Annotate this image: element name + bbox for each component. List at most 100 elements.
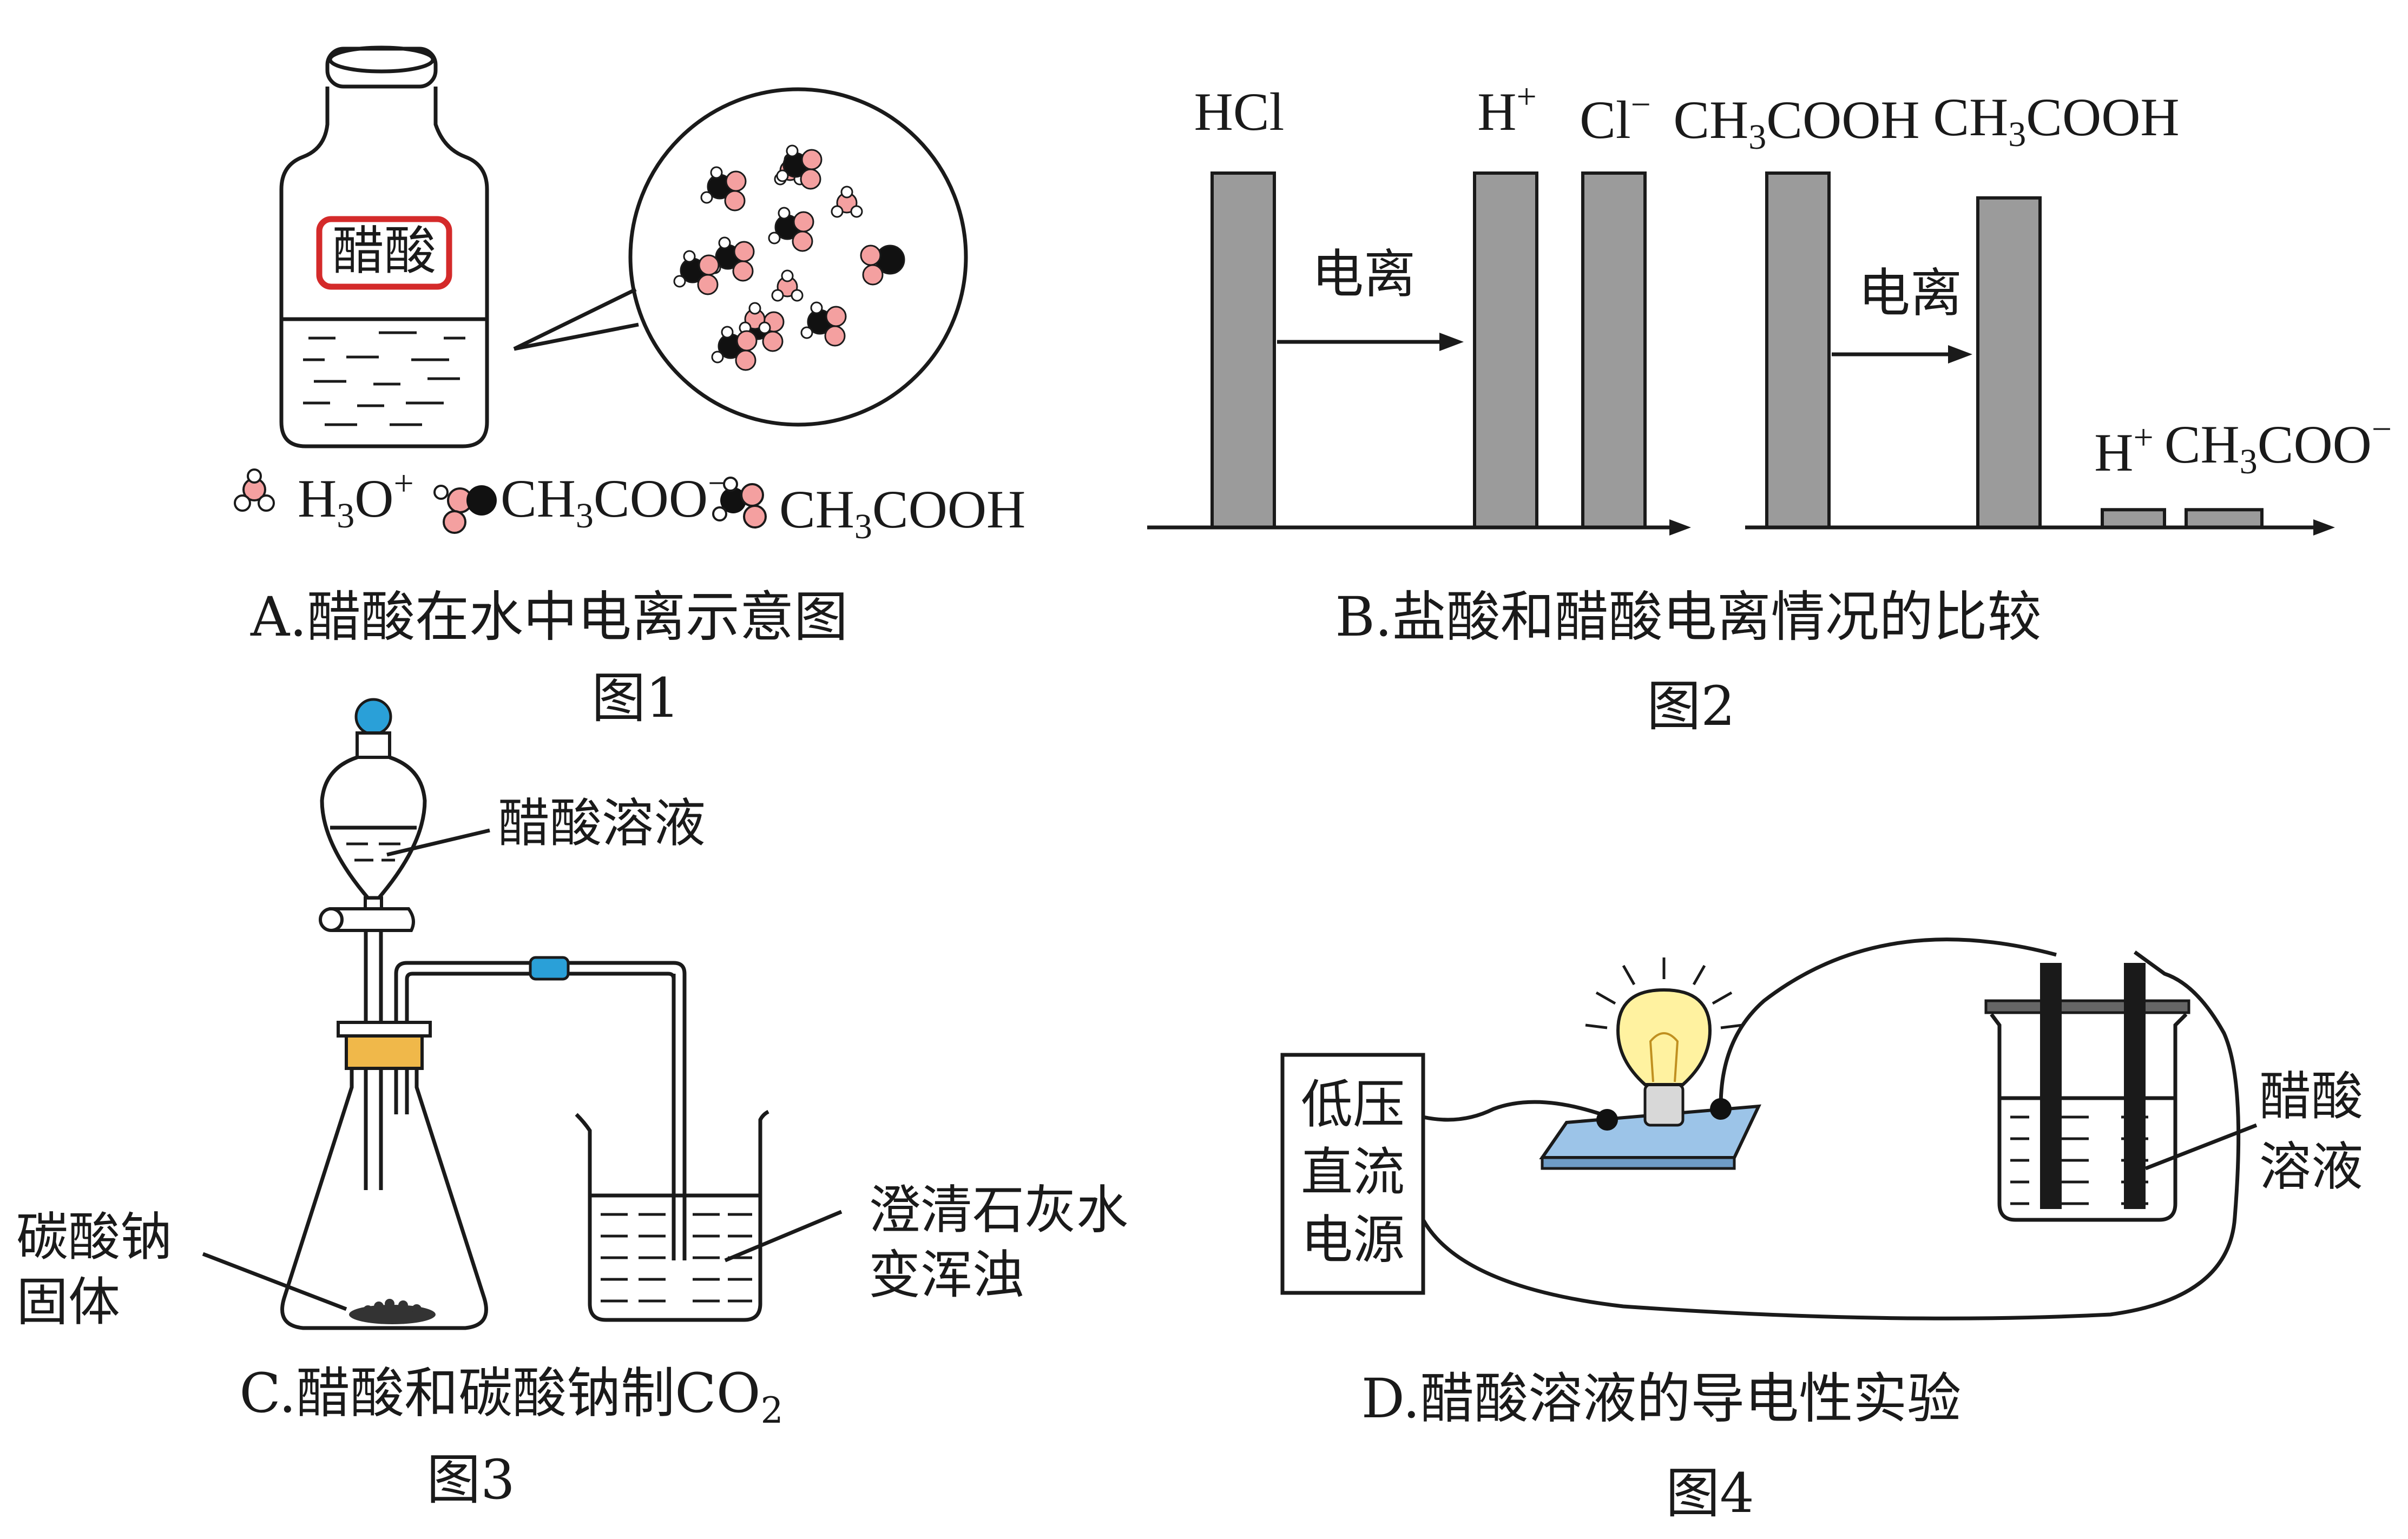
oxygen-atom (762, 331, 784, 352)
bar-acetic-after (1976, 196, 2042, 530)
legend-acetate-label: CH3COO− (501, 464, 728, 536)
bar-label-acetate-small: CH3COO− (2164, 409, 2392, 481)
power-label-line-2: 直流 (1301, 1142, 1405, 1203)
ionization-bars (1210, 171, 2264, 530)
hydrogen-atom (850, 205, 863, 218)
conical-flask (280, 1068, 488, 1330)
figure-3: 醋酸溶液 碳酸钠 固体 澄清石 (16, 698, 1128, 1511)
bar-label-acetic-before: CH3COOH (1673, 90, 1919, 157)
hydrogen-atom (710, 166, 723, 179)
bar-h-plus-small (2101, 508, 2166, 529)
oxygen-atom (862, 264, 884, 286)
terminal-right (1710, 1098, 1732, 1120)
wire-bulb-to-electrode (1719, 937, 2057, 1107)
bar-cl-minus (1581, 171, 1647, 529)
solution-label-line-2: 溶液 (2259, 1137, 2363, 1197)
separatory-funnel (319, 698, 427, 1190)
light-rays (1585, 957, 1743, 1029)
molecule-cluster (673, 144, 905, 371)
figure-2-number: 图2 (1647, 675, 1735, 738)
oxygen-atom (860, 245, 881, 266)
hydrogen-atom (776, 169, 789, 182)
figure-4-number: 图4 (1666, 1462, 1754, 1525)
figure-3-caption: C.醋酸和碳酸钠制CO2 (239, 1362, 783, 1431)
bar-hcl (1210, 171, 1276, 529)
hydrogen-atom (786, 144, 799, 157)
hydrogen-atom (768, 232, 781, 245)
figure-1: 醋酸 H3O+ CH3COO− (234, 45, 1025, 730)
electrode-right (2124, 963, 2146, 1209)
beaker-label-line-1: 澄清石灰水 (869, 1180, 1128, 1240)
callout-pointer (513, 287, 637, 351)
hydrogen-atom (748, 302, 761, 315)
bar-label-acetic-after: CH3COOH (1933, 87, 2179, 154)
acetate-ion-icon (433, 485, 497, 534)
conductivity-beaker (1990, 1013, 2188, 1222)
oxygen-atom (736, 330, 758, 352)
bar-h-plus (1473, 171, 1538, 529)
delivery-tube-inner (405, 972, 676, 1260)
oxygen-atom (732, 260, 754, 282)
oxygen-atom (724, 190, 746, 212)
bar-acetic-before (1765, 171, 1831, 529)
axis-left-arrowhead (1669, 519, 1691, 536)
figure-3-number: 图3 (426, 1448, 515, 1511)
hydrogen-atom (840, 186, 853, 199)
acetic-acid-bottle: 醋酸 (279, 45, 489, 448)
hydrogen-atom (721, 326, 734, 339)
oxygen-atom (733, 241, 755, 262)
rubber-connector (529, 956, 570, 981)
bar-label-cl-minus: Cl− (1580, 85, 1651, 150)
oxygen-atom (735, 349, 756, 371)
hydrogen-atom (673, 275, 686, 288)
hydrogen-atom (711, 351, 724, 364)
hydrogen-atom (758, 321, 771, 334)
legend-acetic-acid-label: CH3COOH (779, 479, 1025, 546)
magnified-view (628, 87, 968, 427)
oxygen-atom (793, 211, 814, 233)
figure-1-legend: H3O+ CH3COO− CH3COOH (234, 464, 1025, 546)
hydrogen-atom (810, 301, 823, 314)
power-label-line-1: 低压 (1301, 1074, 1405, 1135)
oxygen-atom (825, 306, 847, 327)
beaker-label-pointer (724, 1210, 843, 1263)
liquid-dashes (303, 331, 465, 426)
figure-4: 低压 直流 电源 (1280, 937, 2363, 1525)
dc-power-supply (1280, 1053, 1425, 1295)
bar-label-h-plus-small: H+ (2094, 418, 2153, 483)
hydrogen-atom (683, 250, 696, 263)
electrode-holder (1984, 999, 2190, 1014)
hydrogen-atom (700, 191, 713, 204)
figure-1-caption: A.醋酸在水中电离示意图 (250, 585, 848, 649)
hydrogen-atom (778, 207, 791, 220)
hydrogen-atom (781, 269, 794, 282)
hydrogen-atom (791, 289, 804, 302)
hydrogen-atom (831, 205, 844, 218)
power-label-line-3: 电源 (1301, 1210, 1405, 1270)
electrode-left (2040, 963, 2062, 1209)
ionization-label-1: 电离 (1312, 244, 1416, 305)
oxygen-atom (792, 230, 813, 252)
solid-label-pointer (202, 1252, 347, 1311)
figure-2-caption: B.盐酸和醋酸电离情况的比较 (1335, 585, 2041, 649)
figure-2: 电离 电离 HCl H+ Cl− CH3COOH CH3COOH H+ CH3C… (1147, 77, 2392, 738)
oxygen-atom (801, 149, 823, 170)
terminal-left (1596, 1109, 1618, 1131)
oxygen-atom (800, 168, 821, 190)
oxygen-atom (697, 274, 719, 295)
funnel-label-pointer (386, 828, 490, 857)
limewater-beaker (575, 1109, 769, 1322)
solution-label-line-1: 醋酸 (2259, 1066, 2363, 1127)
figure-1-number: 图1 (591, 666, 680, 730)
beaker-label-line-2: 变浑浊 (869, 1245, 1024, 1305)
wire-power-to-bulb (1423, 1100, 1603, 1122)
solution-label-pointer (2144, 1123, 2258, 1171)
bottle-label: 醋酸 (332, 221, 436, 281)
light-bulb-icon (1585, 957, 1743, 1127)
acetic-acid-molecule-icon (712, 477, 767, 529)
ionization-label-2: 电离 (1858, 263, 1962, 323)
bottle-label-frame (316, 216, 452, 290)
funnel-label: 醋酸溶液 (498, 793, 706, 854)
